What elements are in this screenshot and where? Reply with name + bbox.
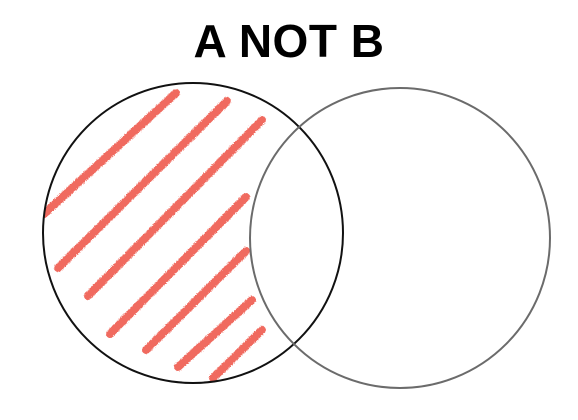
a-not-b-region — [43, 89, 266, 382]
hatch-line — [43, 89, 180, 218]
diagram-title: A NOT B — [193, 15, 385, 67]
circle-b — [249, 87, 551, 389]
hatch-line — [142, 247, 250, 354]
hatch-line — [209, 326, 266, 382]
circle-a — [42, 82, 344, 384]
hatch-line — [106, 193, 250, 338]
hatch-line — [174, 296, 256, 371]
hatch-line — [84, 116, 266, 300]
hatch-line — [54, 97, 231, 272]
hatch-lines — [43, 89, 266, 382]
